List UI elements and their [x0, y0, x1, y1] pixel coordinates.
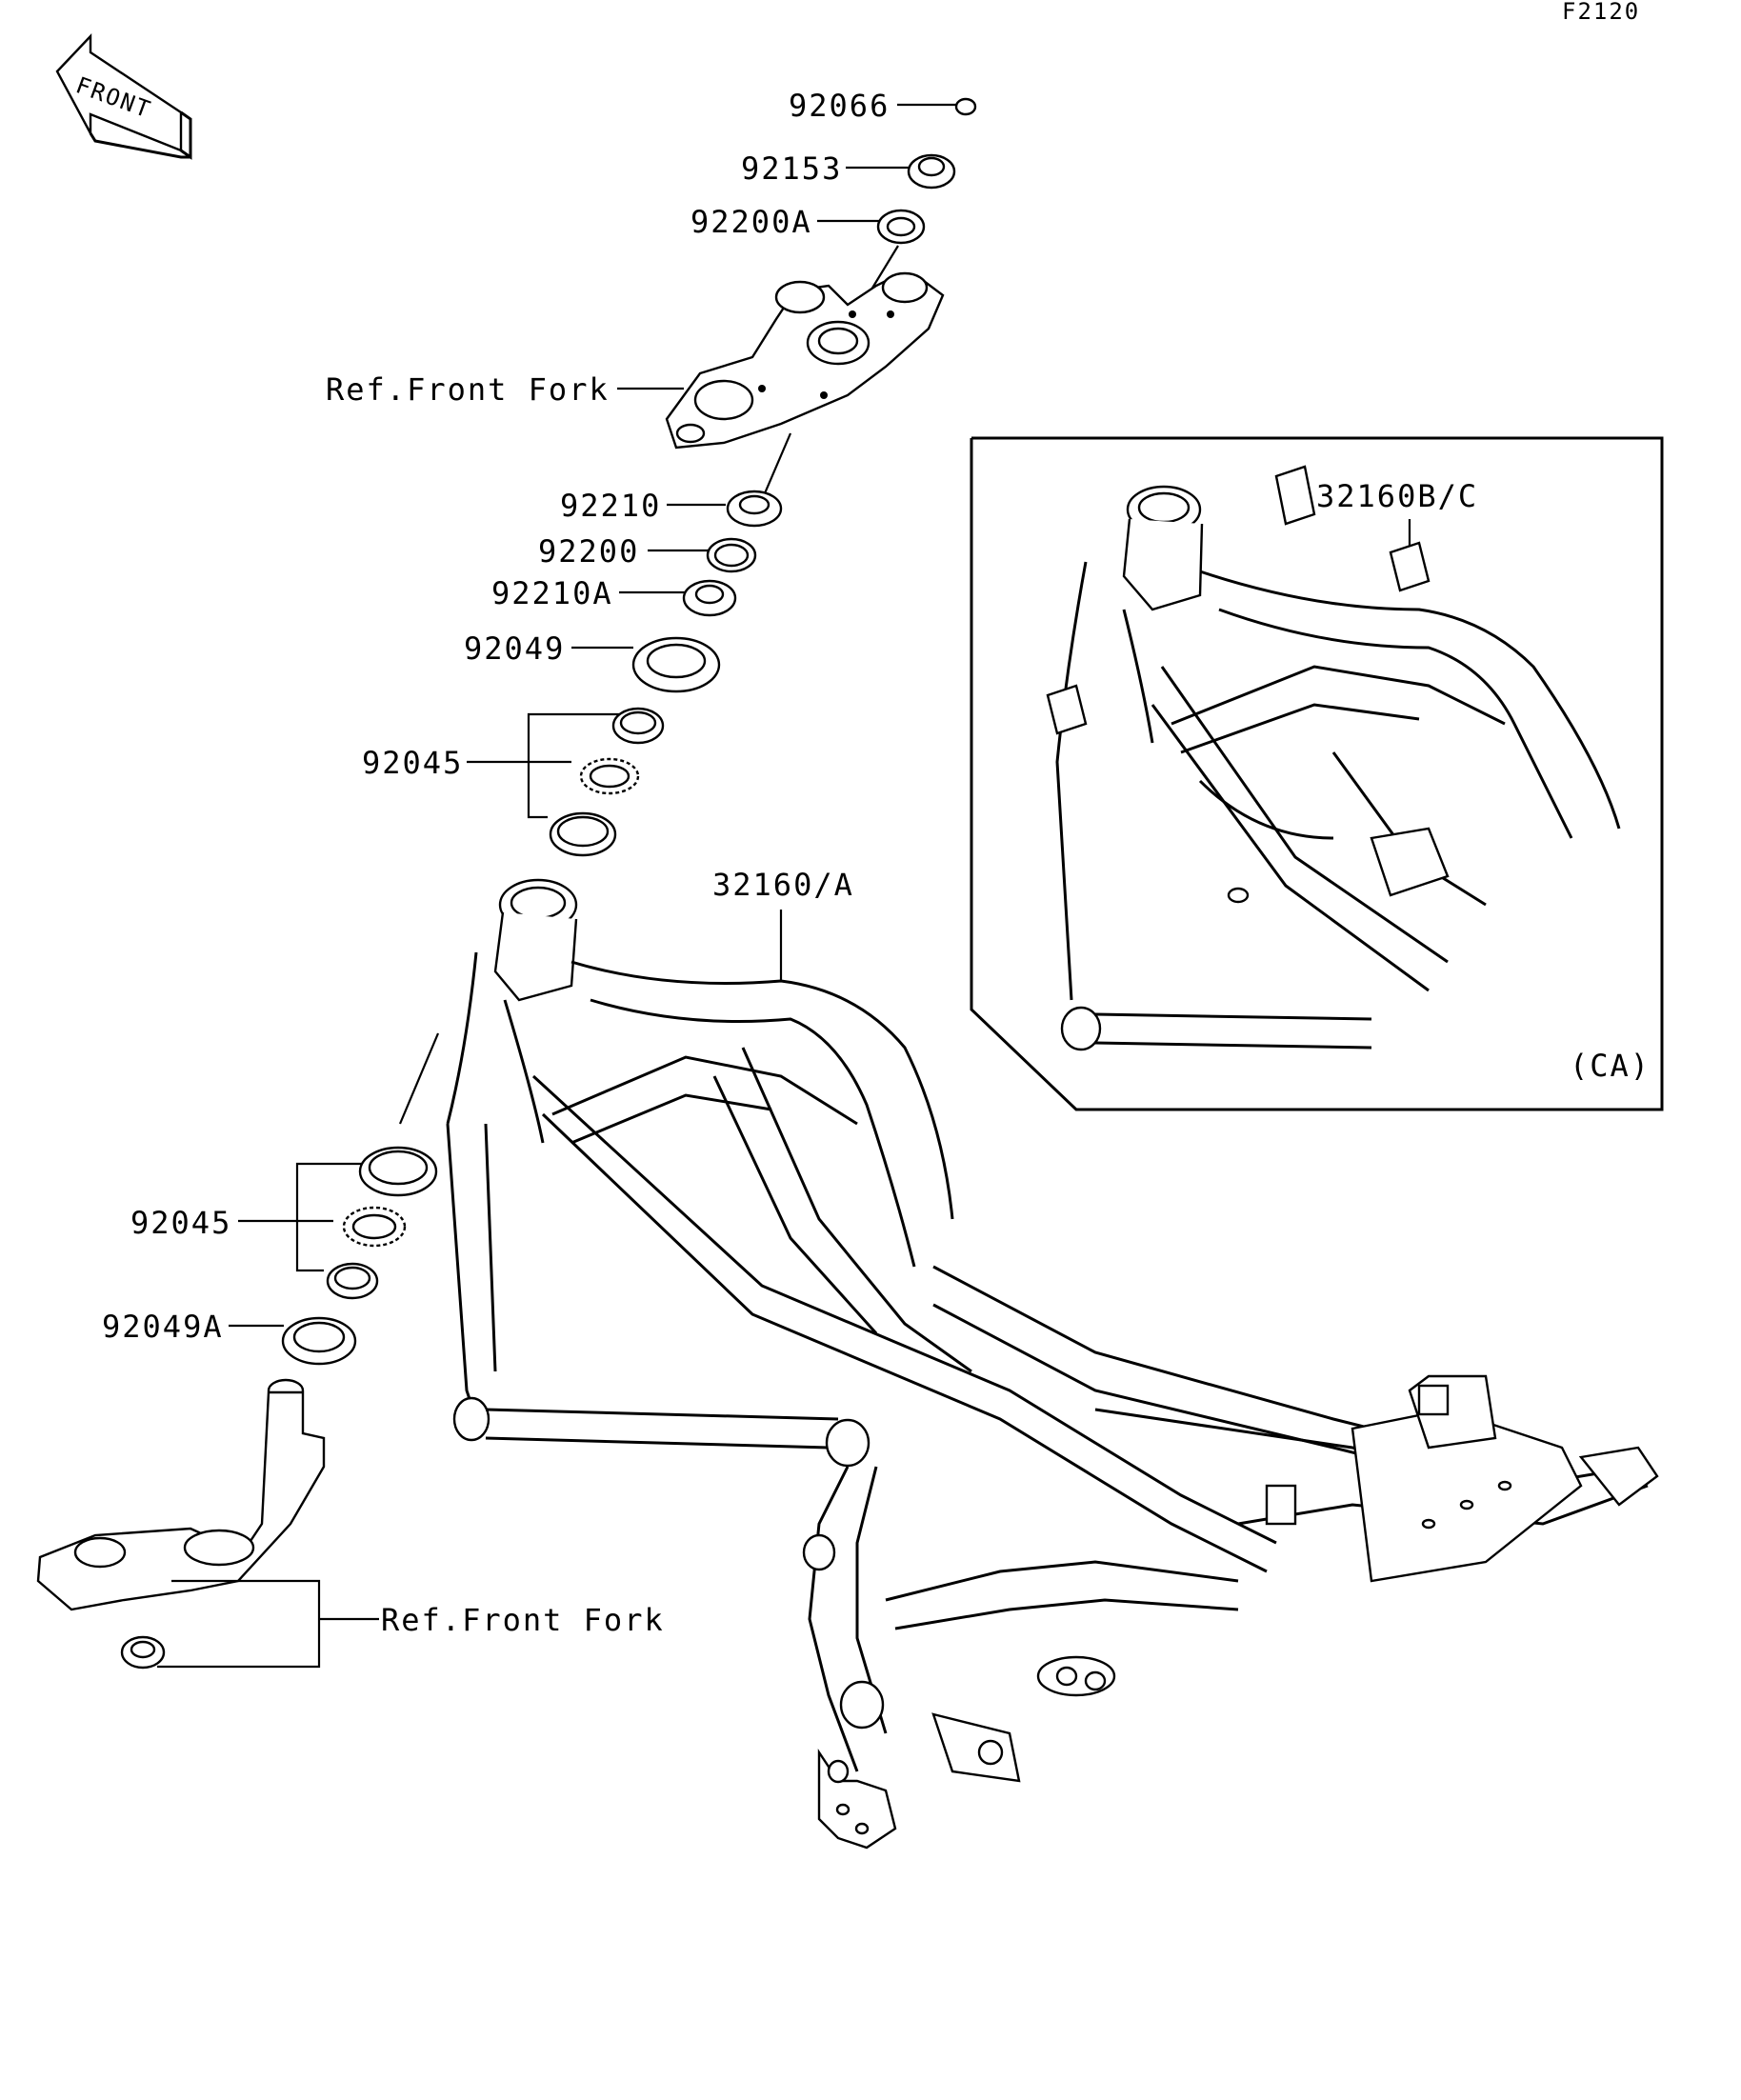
cap-92066-icon — [954, 97, 977, 116]
callout-92200A: 92200A — [690, 204, 812, 240]
callout-92210A: 92210A — [491, 575, 613, 611]
callout-92066: 92066 — [789, 88, 890, 124]
callout-92049A: 92049A — [102, 1309, 224, 1345]
callout-92045-lower: 92045 — [130, 1205, 231, 1241]
inset-label: (CA) — [1570, 1048, 1651, 1084]
callout-92153: 92153 — [741, 150, 842, 187]
callout-ref-front-fork-lower: Ref.Front Fork — [381, 1602, 665, 1638]
callout-92045-upper: 92045 — [362, 745, 463, 781]
callout-ref-front-fork-upper: Ref.Front Fork — [326, 371, 610, 408]
callout-92049: 92049 — [464, 630, 565, 667]
front-arrow-icon: FRONT — [55, 32, 192, 160]
figure-code: F2120 — [1562, 0, 1640, 25]
callout-32160BC: 32160B/C — [1316, 478, 1478, 514]
lower-triple-clamp — [36, 1378, 326, 1670]
upper-triple-clamp — [665, 271, 945, 450]
callout-92210: 92210 — [560, 488, 661, 524]
callout-32160A: 32160/A — [712, 867, 854, 903]
callout-92200: 92200 — [538, 533, 639, 570]
main-frame — [446, 878, 1659, 1850]
inset-ca: 32160B/C (CA) — [970, 436, 1664, 1111]
